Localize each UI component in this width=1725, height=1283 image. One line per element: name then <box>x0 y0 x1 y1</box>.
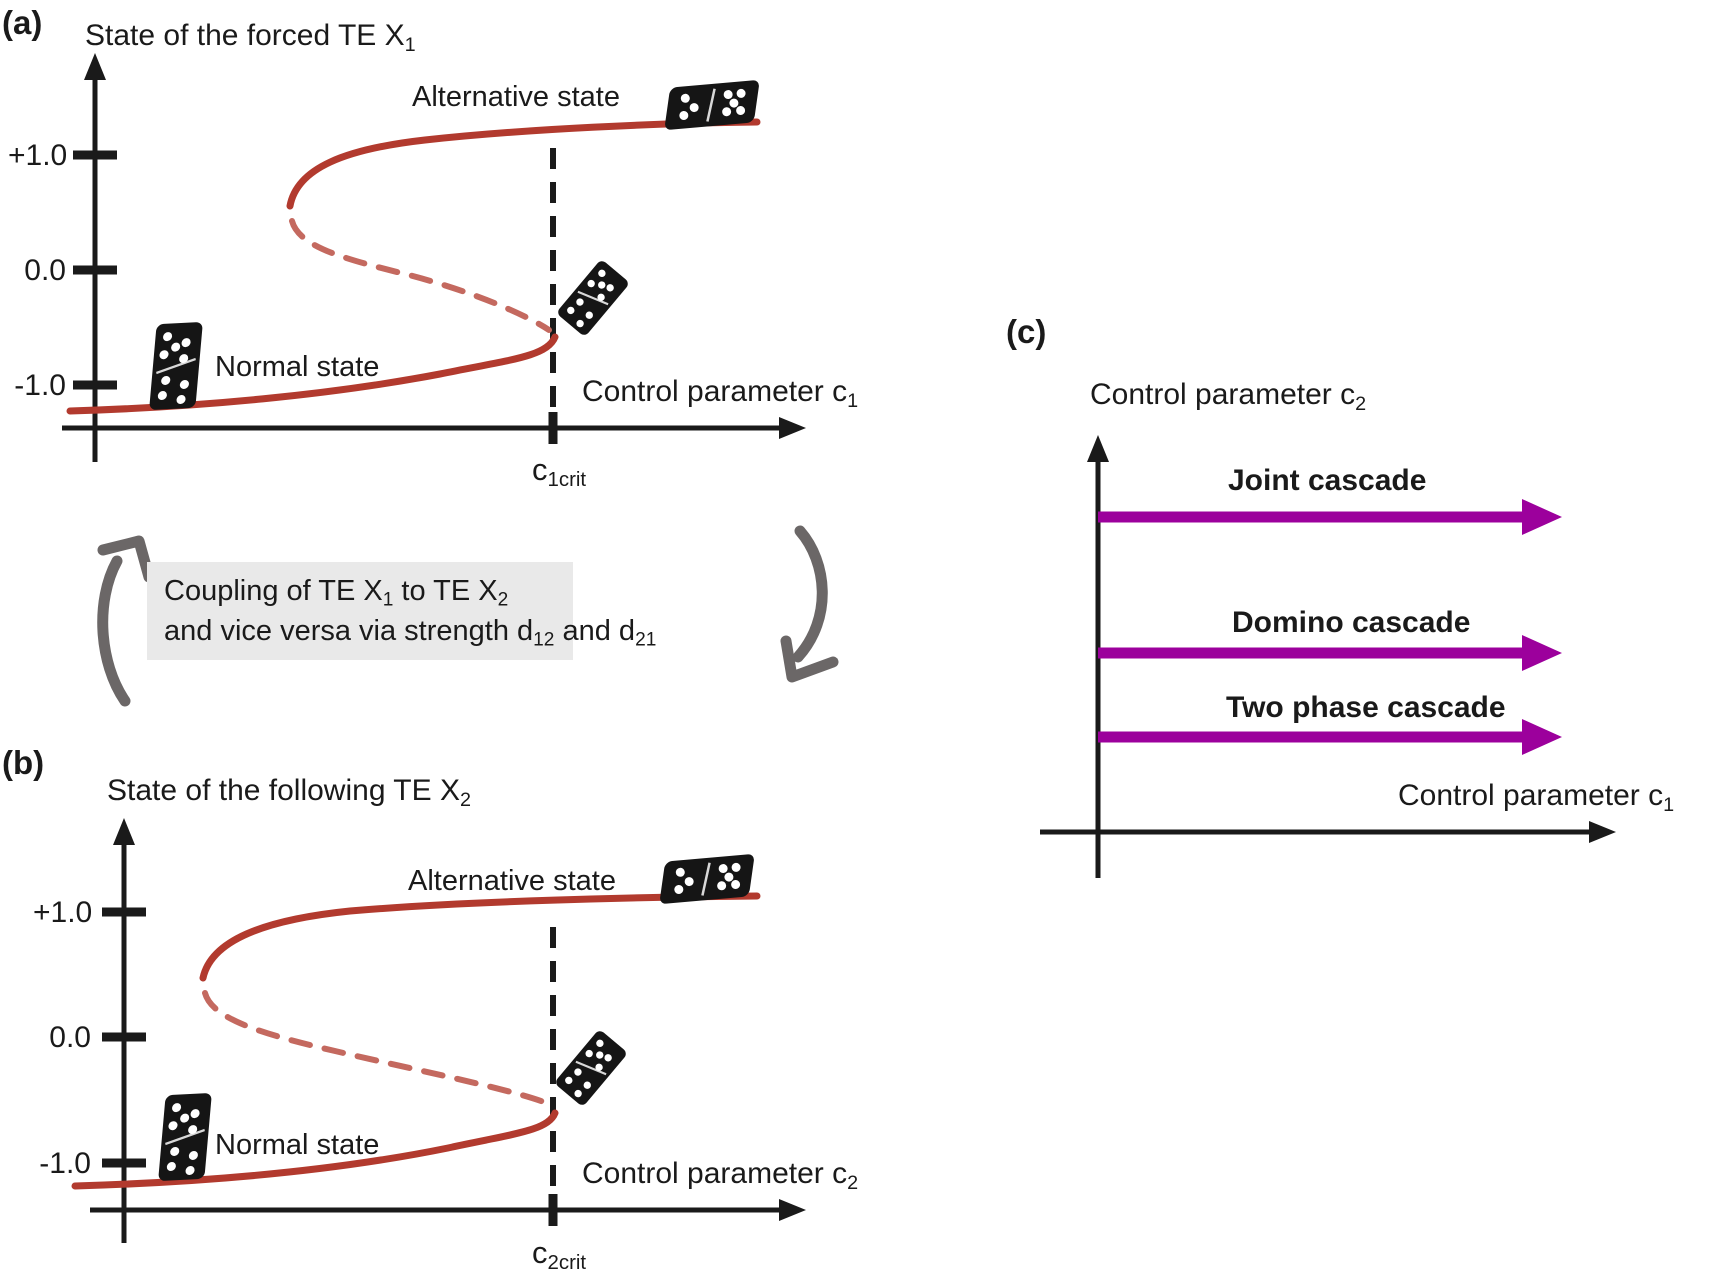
panel-b-y-axis-title-text: State of the following TE X <box>107 774 460 807</box>
joint-cascade-label: Joint cascade <box>1228 464 1427 497</box>
panel-b-letter: (b) <box>2 744 45 781</box>
fallen-domino-icon <box>654 852 760 906</box>
panel-a-y-axis-title-sub: 1 <box>404 33 416 56</box>
panel-c-x-axis-title-sub: 1 <box>1663 793 1675 816</box>
coupling-sub: 2 <box>497 589 509 611</box>
panel-a-alternative-state-label: Alternative state <box>412 81 620 113</box>
coupling-sub: 12 <box>533 629 555 651</box>
panel-a-x-axis-title-text: Control parameter c <box>582 375 848 408</box>
panel-b-plot <box>71 818 806 1243</box>
panel-b-x-axis-title-text: Control parameter c <box>582 1157 848 1190</box>
panel-a-unstable-branch-curve <box>289 218 552 333</box>
panel-c-y-axis-title-sub: 2 <box>1355 392 1367 415</box>
coupling-down-arrow-curve <box>792 525 828 663</box>
panel-c-y-axis-title-text: Control parameter c <box>1090 378 1356 411</box>
panel-b-ytick-label-plus1: +1.0 <box>33 896 93 929</box>
coupling-box: Coupling of TE X1 to TE X2 and vice vers… <box>147 562 656 660</box>
panel-b-ytick-label-zero: 0.0 <box>49 1021 91 1054</box>
panel-a-x-axis-arrow-icon <box>779 417 806 439</box>
panel-b-alternative-branch-curve <box>199 892 761 982</box>
panel-b-normal-branch-curve <box>71 1109 559 1190</box>
panel-b-x-axis-title-sub: 2 <box>847 1171 859 1194</box>
panel-a-ytick-label-zero: 0.0 <box>24 254 66 287</box>
domino-cascade-label: Domino cascade <box>1232 606 1471 639</box>
panel-a-crit-base: c <box>532 452 548 487</box>
two-phase-cascade-arrowhead-icon <box>1522 719 1562 755</box>
coupling-up-arrowhead-icon <box>97 535 155 583</box>
panel-a-x-axis-title-sub: 1 <box>847 389 859 412</box>
panel-c-y-axis-arrow-icon <box>1087 435 1109 462</box>
panel-a-x-axis-title: Control parameter c1 <box>582 375 858 411</box>
two-phase-cascade-label: Two phase cascade <box>1226 691 1506 724</box>
standing-domino-icon <box>147 320 205 412</box>
panel-b-ytick-label-minus1: -1.0 <box>39 1147 91 1180</box>
panel-a-critical-value-label: c1crit <box>532 452 586 489</box>
panel-b-normal-state-label: Normal state <box>215 1129 380 1161</box>
coupling-down-arrowhead-icon <box>780 635 839 683</box>
panel-a-ytick-label-plus1: +1.0 <box>8 139 68 172</box>
fallen-domino-icon <box>659 78 765 132</box>
panel-b-unstable-branch-curve <box>202 990 552 1107</box>
panel-c-plot <box>1040 435 1616 878</box>
panel-a-plot <box>62 53 806 462</box>
panel-b-y-axis-title: State of the following TE X2 <box>107 774 471 810</box>
panel-a-ytick-label-minus1: -1.0 <box>14 369 66 402</box>
panel-a-y-axis-title: State of the forced TE X1 <box>85 19 416 55</box>
panel-a-crit-sub: 1crit <box>547 468 587 492</box>
panel-c-x-axis-arrow-icon <box>1589 821 1616 843</box>
panel-b-x-axis-arrow-icon <box>779 1199 806 1221</box>
panel-b-y-axis-title-sub: 2 <box>459 788 471 811</box>
panel-c-x-axis-title-text: Control parameter c <box>1398 779 1664 812</box>
coupling-line-1: Coupling of TE X1 to TE X2 <box>164 571 573 611</box>
domino-cascade-arrowhead-icon <box>1522 635 1562 671</box>
coupling-text: and vice versa via strength d <box>164 615 534 647</box>
coupling-sub: 1 <box>382 589 394 611</box>
panel-b-critical-value-label: c2crit <box>532 1235 586 1272</box>
panel-a-alternative-branch-curve <box>286 118 761 210</box>
falling-domino-icon <box>554 257 632 339</box>
panel-a-letter: (a) <box>2 4 43 41</box>
coupling-sub: 21 <box>635 629 657 651</box>
panel-a-y-axis-arrow-icon <box>84 53 106 80</box>
falling-domino-icon <box>552 1027 630 1109</box>
panel-b-x-axis-title: Control parameter c2 <box>582 1157 858 1193</box>
panel-c-x-axis-title: Control parameter c1 <box>1398 779 1674 815</box>
panel-b-y-axis-arrow-icon <box>113 818 135 845</box>
coupling-line-2: and vice versa via strength d12 and d21 <box>164 611 656 651</box>
coupling-text: and d <box>554 615 636 647</box>
panel-b-alternative-state-label: Alternative state <box>408 865 616 897</box>
panel-a-y-axis-title-text: State of the forced TE X <box>85 19 405 52</box>
panel-c-letter: (c) <box>1006 313 1047 350</box>
joint-cascade-arrowhead-icon <box>1522 499 1562 535</box>
coupling-arrows <box>97 525 839 707</box>
panel-a-normal-state-label: Normal state <box>215 351 380 383</box>
standing-domino-icon <box>156 1091 214 1183</box>
panel-b-crit-base: c <box>532 1235 548 1270</box>
coupling-text: Coupling of TE X <box>164 575 383 607</box>
panel-b-crit-sub: 2crit <box>547 1251 587 1275</box>
panel-c-y-axis-title: Control parameter c2 <box>1090 378 1366 414</box>
coupling-up-arrow-curve <box>97 555 131 707</box>
coupling-text: to TE X <box>393 575 498 607</box>
